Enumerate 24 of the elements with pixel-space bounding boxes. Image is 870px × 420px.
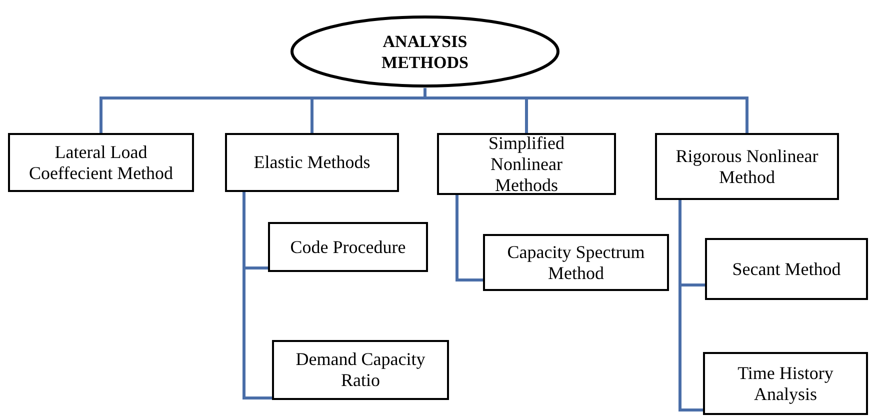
- node-label: Simplified Nonlinear Methods: [488, 132, 566, 196]
- method-box: [225, 133, 399, 192]
- node-label: Capacity Spectrum Method: [506, 242, 646, 284]
- method-box: [437, 133, 616, 195]
- node-label: Time History Analysis: [736, 362, 834, 404]
- method-box: [8, 133, 194, 192]
- node-label: Elastic Methods: [252, 152, 372, 173]
- node-label: Lateral Load Coeffecient Method: [28, 142, 174, 184]
- method-box: [268, 222, 428, 272]
- connector-line: [424, 88, 748, 133]
- node-label: Code Procedure: [289, 236, 407, 258]
- node-label: Demand Capacity Ratio: [294, 349, 426, 391]
- title-ellipse: [290, 15, 560, 88]
- method-box: [655, 133, 839, 200]
- method-box: [705, 238, 868, 300]
- node-label: Rigorous Nonlinear Method: [674, 146, 820, 188]
- connector-line: [242, 192, 272, 400]
- method-box: [272, 340, 449, 400]
- connector-line: [456, 195, 483, 282]
- method-box: [703, 352, 868, 415]
- node-label: Secant Method: [731, 258, 842, 280]
- node-label: ANALYSIS METHODS: [380, 30, 470, 72]
- method-box: [483, 234, 669, 291]
- connector-line: [678, 200, 703, 412]
